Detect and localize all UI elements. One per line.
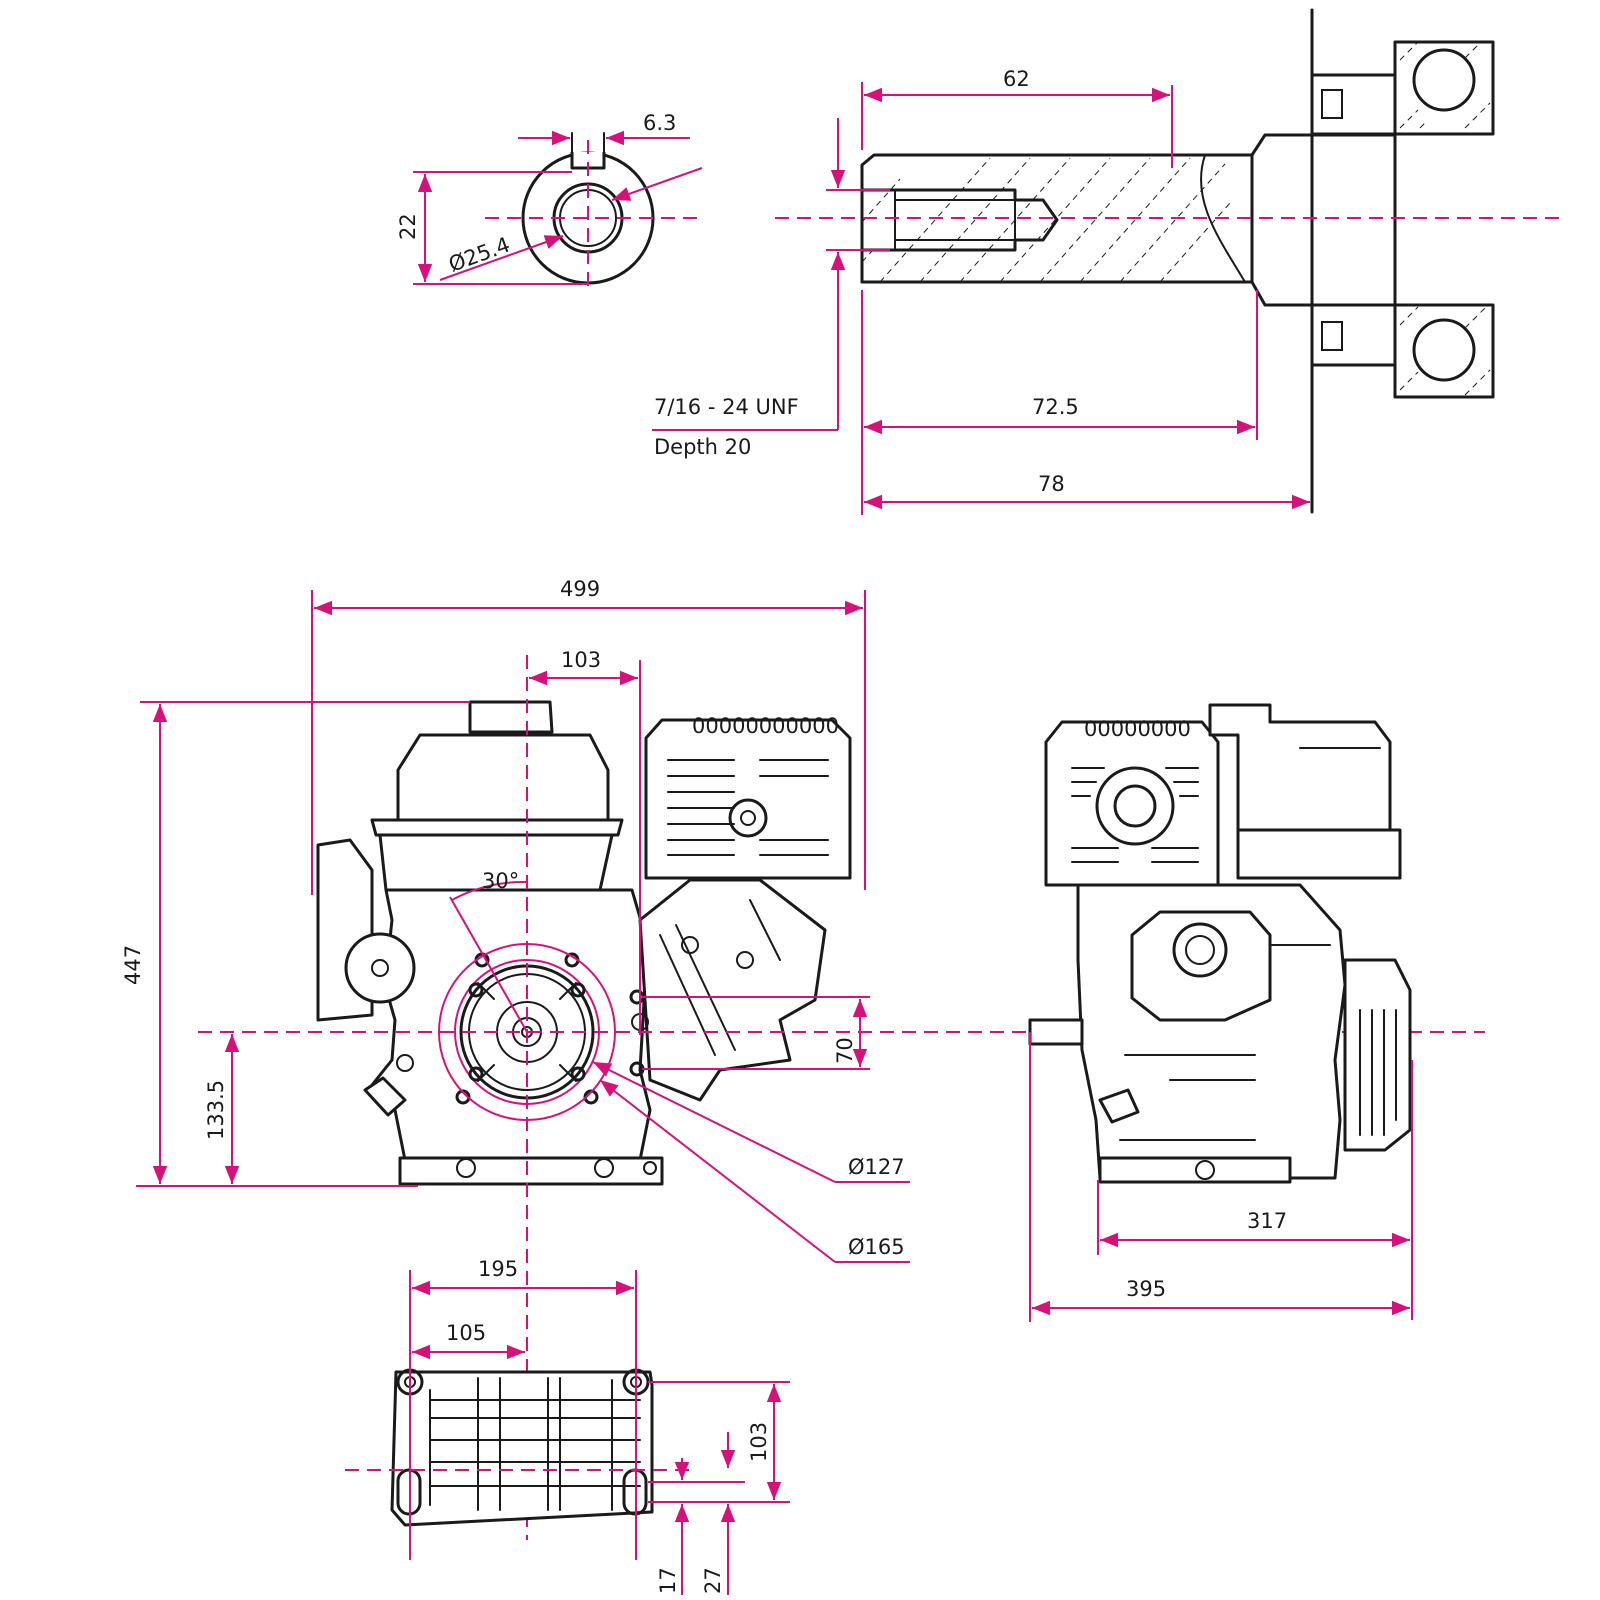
thread-depth-label: Depth 20 xyxy=(654,435,751,459)
pcd-large-label: Ø165 xyxy=(848,1235,905,1259)
side-recoil-label: 00000000 xyxy=(1084,717,1191,741)
shaft-height-label: 133.5 xyxy=(204,1080,228,1140)
keyway-width-label: 6.3 xyxy=(643,111,676,135)
mount-width-label: 195 xyxy=(478,1257,518,1281)
engine-front-view: 00000000000 30° 499 xyxy=(121,577,1485,1540)
key-length-label: 62 xyxy=(1003,67,1030,91)
shaft-length-label: 72.5 xyxy=(1032,395,1079,419)
height-to-key-label: 22 xyxy=(396,213,420,240)
slot-offset-b-label: 27 xyxy=(701,1567,725,1594)
engine-base-view: 195 105 103 17 27 xyxy=(345,1257,790,1595)
base-depth-label: 317 xyxy=(1247,1209,1287,1233)
to-face-length-label: 78 xyxy=(1038,472,1065,496)
overall-width-label: 499 xyxy=(560,577,600,601)
shaft-diameter-label: Ø25.4 xyxy=(446,232,514,276)
shaft-hatching xyxy=(861,157,1231,283)
overall-height-label: 447 xyxy=(121,945,145,985)
shaft-end-view: 6.3 22 Ø25.4 xyxy=(396,111,705,292)
front-recoil-label: 00000000000 xyxy=(692,714,839,738)
engine-side-view: 00000000 317 395 xyxy=(1028,703,1413,1322)
overall-depth-label: 395 xyxy=(1126,1277,1166,1301)
half-width-label: 105 xyxy=(446,1321,486,1345)
angle-label: 30° xyxy=(482,869,519,893)
shaft-side-view: 62 7/16 - 24 UNF Depth 20 72.5 78 xyxy=(652,8,1560,515)
thread-spec-label: 7/16 - 24 UNF xyxy=(654,395,799,419)
pcd-small-label: Ø127 xyxy=(848,1155,905,1179)
mount-depth-label: 103 xyxy=(747,1422,771,1462)
pto-bolt-spacing-label: 70 xyxy=(833,1037,857,1064)
slot-offset-a-label: 17 xyxy=(656,1567,680,1594)
offset-to-shaft-label: 103 xyxy=(561,648,601,672)
